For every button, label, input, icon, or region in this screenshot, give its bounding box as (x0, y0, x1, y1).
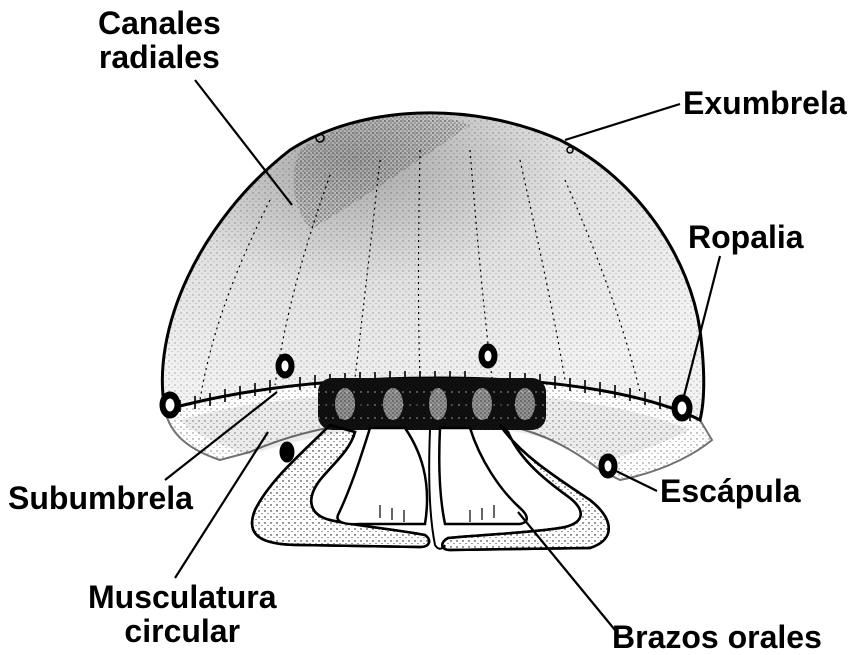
label-musculatura-line1: Musculatura (88, 580, 276, 614)
oral-arms (252, 425, 609, 550)
bell-exumbrella (162, 113, 703, 420)
label-escapula: Escápula (660, 474, 801, 508)
leader-canales-radiales (195, 80, 292, 205)
label-brazos-orales: Brazos orales (612, 620, 822, 654)
label-musculatura-circular: Musculatura circular (88, 580, 276, 648)
label-exumbrela: Exumbrela (683, 86, 847, 120)
label-ropalia: Ropalia (688, 220, 804, 254)
label-canales-radiales: Canales radiales (98, 6, 221, 74)
scapulae (318, 378, 546, 430)
leader-exumbrela (565, 104, 680, 140)
label-canales-line1: Canales (98, 6, 221, 40)
label-canales-line2: radiales (98, 40, 221, 74)
label-subumbrela: Subumbrela (8, 481, 193, 515)
label-musculatura-line2: circular (88, 614, 276, 648)
